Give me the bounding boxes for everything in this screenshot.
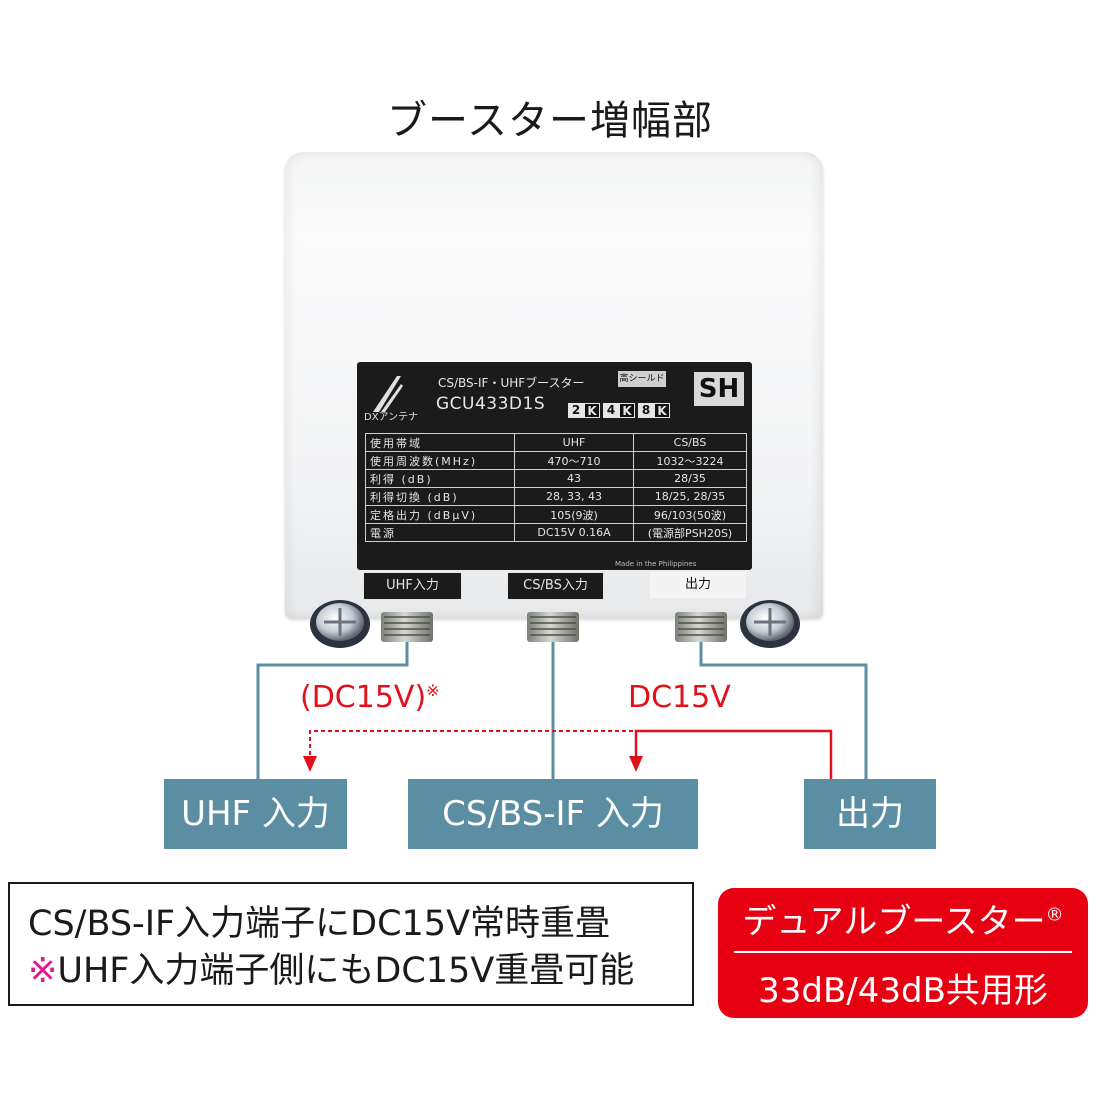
arrow-down-icon (303, 756, 317, 772)
cable-output (699, 642, 868, 779)
table-cell: 利得 (dB) (365, 469, 515, 488)
product-title: CS/BS-IF・UHFブースター (438, 376, 585, 390)
table-row: 定格出力 (dBμV) 105(9波) 96/103(50波) (365, 505, 747, 524)
origin-label: Made in the Philippines (615, 560, 697, 568)
connector-output-icon (675, 612, 727, 642)
badge-line-1: デュアルブースター® (742, 902, 1064, 942)
note-line-2: ※UHF入力端子側にもDC15V重畳可能 (28, 951, 635, 991)
dc-uhf-label: (DC15V)※ (300, 680, 440, 715)
table-cell: 470〜710 (514, 451, 634, 470)
port-label-uhf: UHF入力 (363, 572, 462, 600)
table-cell: CS/BS (633, 433, 747, 452)
resolution-badge: K (619, 403, 635, 418)
dc-dashed-line (309, 730, 640, 758)
badge-line-2: 33dB/43dB共用形 (758, 971, 1048, 1011)
note-mark: ※ (426, 681, 440, 700)
sh-mark: SH (694, 372, 744, 406)
registered-mark: ® (1045, 904, 1064, 926)
table-cell: 96/103(50波) (633, 505, 747, 524)
connector-csbs-icon (527, 612, 579, 642)
brand-name: DXアンテナ (364, 412, 419, 423)
shield-label: 高シールド (618, 371, 666, 387)
note-line-1: CS/BS-IF入力端子にDC15V常時重畳 (28, 904, 611, 944)
cable-uhf (256, 642, 409, 779)
badge-divider (734, 951, 1072, 953)
table-cell: 1032〜3224 (633, 451, 747, 470)
port-label-output: 出力 (650, 572, 746, 598)
screw-icon (740, 600, 800, 648)
table-row: 利得切換 (dB) 28, 33, 43 18/25, 28/35 (365, 487, 747, 506)
dc-supply-line (634, 729, 833, 779)
dual-booster-badge (718, 888, 1088, 1018)
resolution-badge: 2 (568, 403, 584, 418)
model-number: GCU433D1S (436, 394, 546, 414)
output-box: 出力 (804, 779, 936, 849)
table-cell: DC15V 0.16A (514, 523, 634, 542)
table-cell: 電源 (365, 523, 515, 542)
brand-logo-icon (373, 376, 403, 412)
table-cell: (電源部PSH20S) (633, 523, 747, 542)
note-mark: ※ (28, 951, 58, 991)
resolution-badge: 8 (638, 403, 654, 418)
csbs-input-box: CS/BS-IF 入力 (408, 779, 698, 849)
dc-output-label: DC15V (628, 680, 731, 715)
table-row: 使用周波数(MHz) 470〜710 1032〜3224 (365, 451, 747, 470)
table-row: 電源 DC15V 0.16A (電源部PSH20S) (365, 523, 747, 542)
resolution-badge: K (584, 403, 600, 418)
uhf-input-box: UHF 入力 (164, 779, 347, 849)
note-box (8, 882, 694, 1006)
table-cell: 利得切換 (dB) (365, 487, 515, 506)
table-cell: UHF (514, 433, 634, 452)
resolution-badge: 4 (603, 403, 619, 418)
table-row: 使用帯域 UHF CS/BS (365, 433, 747, 452)
connector-uhf-icon (381, 612, 433, 642)
port-label-csbs: CS/BS入力 (507, 572, 604, 600)
page-title: ブースター増幅部 (387, 98, 713, 144)
spec-table: 使用帯域 UHF CS/BS 使用周波数(MHz) 470〜710 1032〜3… (365, 433, 747, 542)
arrow-down-icon (629, 756, 643, 772)
resolution-badge: K (654, 403, 670, 418)
screw-icon (310, 600, 370, 648)
